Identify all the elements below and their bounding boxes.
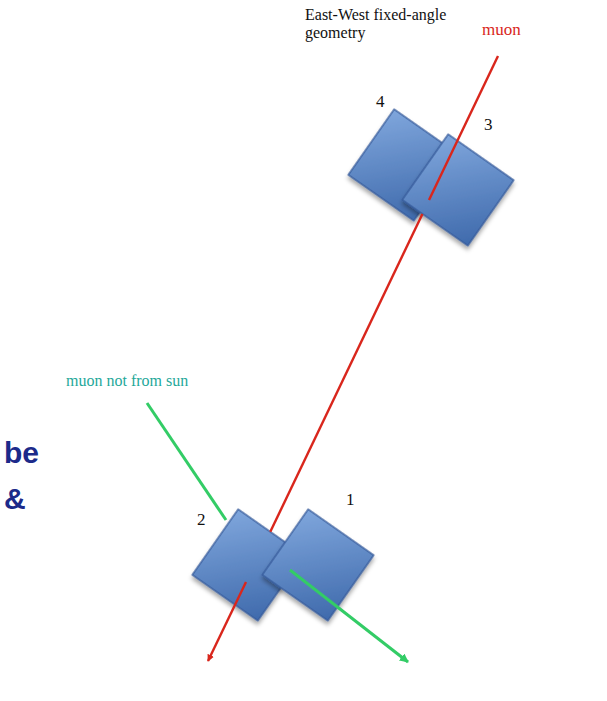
fragment-text: & [4,482,26,517]
muon-track-out [208,582,246,661]
fragment-text: be [4,436,39,471]
detector-paddle: 1 [262,509,374,621]
stray-muon-out [290,570,408,662]
muon-track [270,214,422,532]
diagram-title: East-West fixed-angle geometry [305,6,475,43]
stray-track-label: muon not from sun [66,372,188,390]
paddle-number: 4 [376,93,385,112]
paddle-outline [402,134,514,246]
paddle-number: 1 [346,491,355,510]
paddle-number: 2 [197,511,206,530]
stray-muon-in [147,403,226,520]
muon-track-in [429,56,498,200]
detector-paddle: 3 [402,134,514,246]
track-label: muon [482,20,521,40]
paddle-number: 3 [484,116,493,135]
paddle-outline [262,509,374,621]
